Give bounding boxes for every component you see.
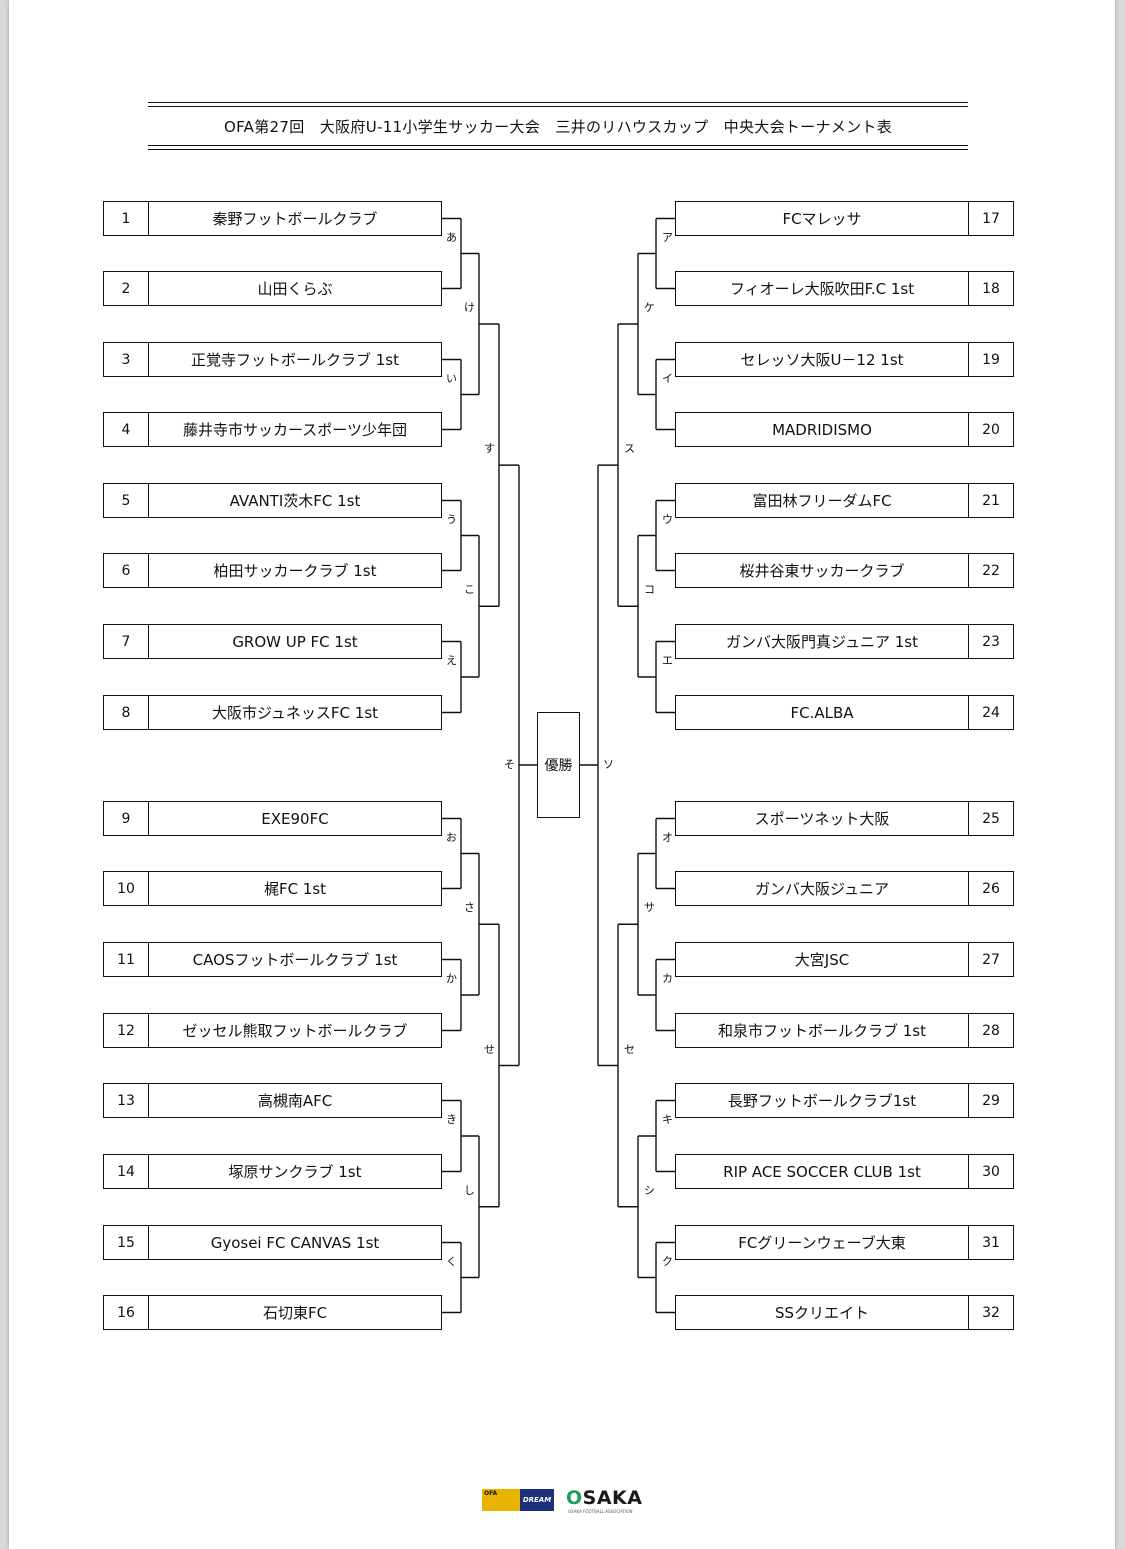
round2-label: け (464, 301, 475, 314)
team-name: スポーツネット大阪 (675, 801, 969, 836)
team-number: 4 (103, 412, 149, 447)
team-number: 21 (968, 483, 1014, 518)
round2-label: サ (644, 901, 655, 915)
round1-label: キ (662, 1113, 673, 1126)
round1-label: カ (662, 972, 673, 985)
champion-box: 優勝 (537, 712, 580, 818)
team-number: 11 (103, 942, 149, 977)
team-name: セレッソ大阪U－12 1st (675, 342, 969, 377)
team-name: 石切東FC (148, 1295, 442, 1330)
page-title: OFA第27回 大阪府U-11小学生サッカー大会 三井のリハウスカップ 中央大会… (224, 118, 892, 136)
team-number: 31 (968, 1225, 1014, 1260)
round3-label: セ (624, 1042, 635, 1056)
team-name: 秦野フットボールクラブ (148, 201, 442, 236)
team-name: 富田林フリーダムFC (675, 483, 969, 518)
team-name: 高槻南AFC (148, 1083, 442, 1118)
team-number: 13 (103, 1083, 149, 1118)
round4-label: ソ (603, 758, 614, 771)
team-name: AVANTI茨木FC 1st (148, 483, 442, 518)
team-number: 26 (968, 871, 1014, 906)
team-number: 12 (103, 1013, 149, 1048)
round4-label: そ (504, 758, 515, 771)
round2-label: こ (464, 583, 475, 597)
team-name: EXE90FC (148, 801, 442, 836)
title-bar: OFA第27回 大阪府U-11小学生サッカー大会 三井のリハウスカップ 中央大会… (148, 102, 968, 150)
team-number: 30 (968, 1154, 1014, 1189)
team-number: 19 (968, 342, 1014, 377)
round1-label: お (446, 830, 457, 844)
round1-label: ク (662, 1254, 673, 1268)
team-name: 桜井谷東サッカークラブ (675, 553, 969, 588)
round1-label: い (446, 371, 457, 385)
round1-label: エ (662, 654, 673, 667)
team-name: フィオーレ大阪吹田F.C 1st (675, 271, 969, 306)
team-name: 梶FC 1st (148, 871, 442, 906)
round1-label: う (446, 512, 457, 526)
team-number: 5 (103, 483, 149, 518)
team-number: 27 (968, 942, 1014, 977)
round1-label: く (446, 1254, 457, 1268)
team-name: ガンバ大阪ジュニア (675, 871, 969, 906)
team-name: FCグリーンウェーブ大東 (675, 1225, 969, 1260)
team-name: ガンバ大阪門真ジュニア 1st (675, 624, 969, 659)
team-name: CAOSフットボールクラブ 1st (148, 942, 442, 977)
round2-label: さ (464, 901, 475, 915)
team-number: 3 (103, 342, 149, 377)
team-number: 32 (968, 1295, 1014, 1330)
round1-label: ウ (662, 512, 673, 526)
team-name: 大宮JSC (675, 942, 969, 977)
round2-label: ケ (644, 301, 655, 314)
team-number: 24 (968, 695, 1014, 730)
team-number: 18 (968, 271, 1014, 306)
team-number: 23 (968, 624, 1014, 659)
team-name: FC.ALBA (675, 695, 969, 730)
team-number: 15 (103, 1225, 149, 1260)
team-number: 20 (968, 412, 1014, 447)
team-name: ゼッセル熊取フットボールクラブ (148, 1013, 442, 1048)
team-name: MADRIDISMO (675, 412, 969, 447)
team-number: 17 (968, 201, 1014, 236)
team-number: 1 (103, 201, 149, 236)
team-number: 6 (103, 553, 149, 588)
team-number: 22 (968, 553, 1014, 588)
team-name: GROW UP FC 1st (148, 624, 442, 659)
team-number: 29 (968, 1083, 1014, 1118)
team-name: 藤井寺市サッカースポーツ少年団 (148, 412, 442, 447)
team-name: RIP ACE SOCCER CLUB 1st (675, 1154, 969, 1189)
round3-label: せ (484, 1042, 495, 1056)
round2-label: シ (644, 1183, 655, 1197)
team-number: 2 (103, 271, 149, 306)
team-number: 28 (968, 1013, 1014, 1048)
ofa-dream-logo: OFA DREAM (482, 1489, 554, 1511)
team-number: 7 (103, 624, 149, 659)
round2-label: し (464, 1183, 475, 1197)
team-name: 和泉市フットボールクラブ 1st (675, 1013, 969, 1048)
team-name: 山田くらぶ (148, 271, 442, 306)
round1-label: あ (446, 230, 457, 244)
footer-logos: OFA DREAM OSAKA OSAKA FOOTBALL ASSOCIATI… (482, 1485, 642, 1515)
team-name: FCマレッサ (675, 201, 969, 236)
round1-label: か (446, 972, 457, 985)
team-number: 25 (968, 801, 1014, 836)
round1-label: オ (662, 830, 673, 844)
round1-label: ア (662, 230, 673, 244)
round2-label: コ (644, 583, 655, 597)
round3-label: す (484, 442, 495, 456)
osaka-fa-logo: OSAKA (566, 1487, 643, 1509)
team-name: Gyosei FC CANVAS 1st (148, 1225, 442, 1260)
round3-label: ス (624, 442, 635, 456)
team-number: 16 (103, 1295, 149, 1330)
team-name: 塚原サンクラブ 1st (148, 1154, 442, 1189)
team-name: 長野フットボールクラブ1st (675, 1083, 969, 1118)
team-name: 大阪市ジュネッスFC 1st (148, 695, 442, 730)
team-name: 柏田サッカークラブ 1st (148, 553, 442, 588)
round1-label: き (446, 1113, 457, 1126)
champion-label: 優勝 (544, 758, 573, 774)
team-name: 正覚寺フットボールクラブ 1st (148, 342, 442, 377)
team-number: 14 (103, 1154, 149, 1189)
round1-label: イ (662, 371, 673, 385)
round1-label: え (446, 654, 457, 667)
osaka-fa-logo-subtext: OSAKA FOOTBALL ASSOCIATION (568, 1509, 633, 1514)
